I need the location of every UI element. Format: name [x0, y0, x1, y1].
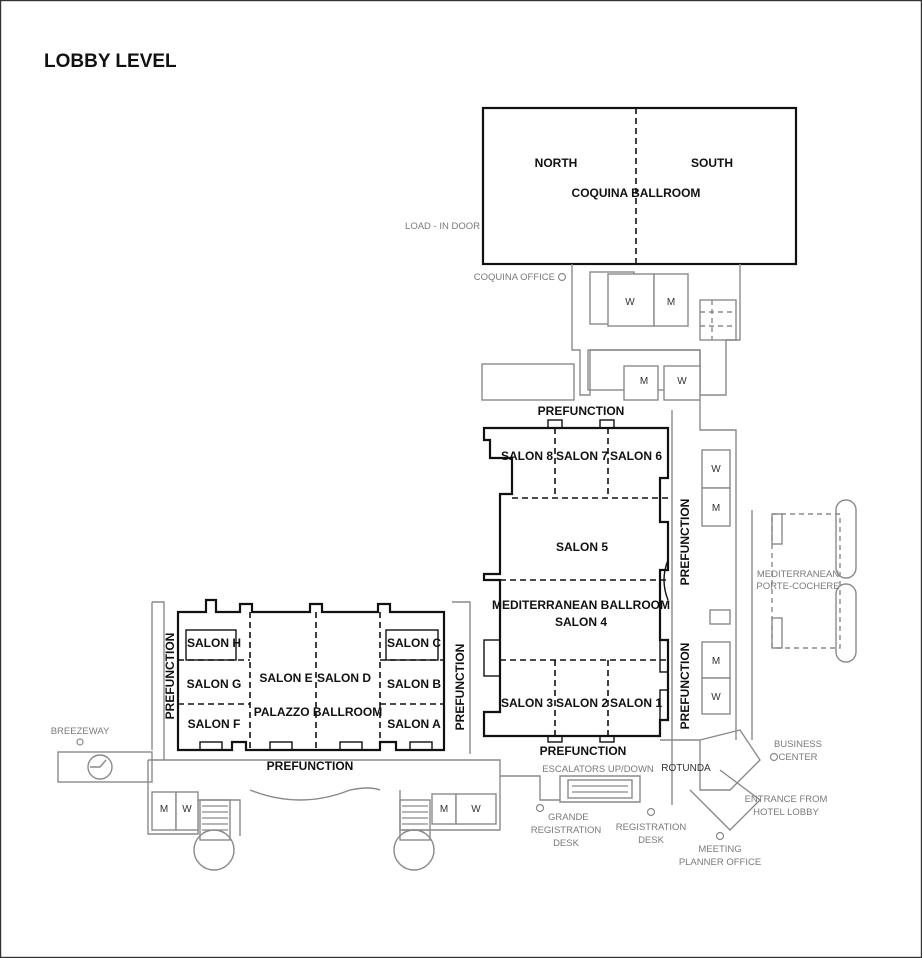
- escalators-label: ESCALATORS UP/DOWN: [542, 764, 654, 775]
- coquina-north-label: NORTH: [535, 156, 578, 170]
- west-stair-rotunda: [193, 799, 235, 871]
- salon-a-label: SALON A: [387, 717, 441, 731]
- breezeway: [57, 751, 153, 783]
- porte-cochere-label-1: MEDITERRANEAN: [757, 569, 839, 580]
- porte-cochere: [751, 499, 857, 740]
- restroom-w-1: W: [625, 297, 635, 308]
- business-center-label-1: BUSINESS: [774, 739, 822, 750]
- salon-1-label: SALON 1: [610, 696, 662, 710]
- mediterranean-prefunction-right-lower: PREFUNCTION: [678, 643, 692, 730]
- coquina-office-label: COQUINA OFFICE: [474, 272, 555, 283]
- restroom-w-5: W: [182, 804, 192, 815]
- palazzo-ballroom-label: PALAZZO BALLROOM: [254, 705, 382, 719]
- restroom-m-2: M: [640, 376, 648, 387]
- mediterranean-ballroom[interactable]: [482, 426, 670, 738]
- rotunda-label: ROTUNDA: [661, 763, 711, 774]
- breezeway-marker: [76, 738, 84, 746]
- salon-4-label: SALON 4: [555, 615, 607, 629]
- mediterranean-prefunction-right-upper: PREFUNCTION: [678, 499, 692, 586]
- restroom-women-5: [175, 791, 199, 831]
- entrance-label-1: ENTRANCE FROM: [745, 794, 828, 805]
- restroom-m-4: M: [712, 656, 720, 667]
- restroom-men-3: [701, 487, 731, 527]
- grande-registration-label-2: REGISTRATION: [531, 825, 602, 836]
- restroom-m-3: M: [712, 503, 720, 514]
- mediterranean-prefunction-bottom: PREFUNCTION: [540, 744, 627, 758]
- coquina-ballroom[interactable]: [481, 106, 798, 266]
- restroom-w-6: W: [471, 804, 481, 815]
- grande-registration-label-1: GRANDE: [548, 812, 589, 823]
- restroom-w-3: W: [711, 464, 721, 475]
- restroom-w-4: W: [711, 692, 721, 703]
- salon-b-label: SALON B: [387, 677, 441, 691]
- restroom-w-2: W: [677, 376, 687, 387]
- escalators: [567, 779, 633, 799]
- porte-cochere-label-2: PORTE-COCHERE: [756, 581, 839, 592]
- registration-desk-label-1: REGISTRATION: [616, 822, 687, 833]
- page-title: LOBBY LEVEL: [44, 51, 177, 72]
- palazzo-prefunction-left: PREFUNCTION: [163, 633, 177, 720]
- breezeway-label: BREEZEWAY: [51, 726, 110, 737]
- center-stair-rotunda: [393, 799, 435, 871]
- restroom-women-3: [701, 449, 731, 489]
- coquina-office-marker: [557, 272, 567, 282]
- salon-6-label: SALON 6: [610, 449, 662, 463]
- salon-e-label: SALON E: [259, 671, 312, 685]
- restroom-men-6: [431, 793, 457, 825]
- restroom-m-6: M: [440, 804, 448, 815]
- lower-service-areas: [147, 729, 762, 836]
- registration-desk-marker: [646, 807, 656, 817]
- mediterranean-ballroom-label: MEDITERRANEAN BALLROOM: [492, 598, 670, 612]
- grande-registration-label-3: DESK: [553, 838, 580, 849]
- salon-d-label: SALON D: [317, 671, 371, 685]
- restroom-m-5: M: [160, 804, 168, 815]
- east-corridor: [671, 400, 737, 760]
- salon-8-label: SALON 8: [501, 449, 553, 463]
- restroom-men-1: [653, 273, 689, 327]
- entrance-label-2: HOTEL LOBBY: [753, 807, 819, 818]
- meeting-planner-label-1: MEETING: [698, 844, 741, 855]
- restroom-men-2: [623, 365, 659, 401]
- salon-2-label: SALON 2: [556, 696, 608, 710]
- salon-f-label: SALON F: [188, 717, 241, 731]
- salon-g-label: SALON G: [187, 677, 242, 691]
- salon-7-label: SALON 7: [556, 449, 608, 463]
- meeting-planner-label-2: PLANNER OFFICE: [679, 857, 761, 868]
- restroom-men-5: [151, 791, 177, 831]
- restroom-women-6: [455, 793, 497, 825]
- business-center-marker: [769, 752, 779, 762]
- mediterranean-doors: [483, 419, 669, 743]
- coquina-south-label: SOUTH: [691, 156, 733, 170]
- coquina-ballroom-label: COQUINA BALLROOM: [572, 186, 701, 200]
- grande-registration-marker: [535, 803, 545, 813]
- salon-h-label: SALON H: [187, 636, 241, 650]
- load-in-door-label: LOAD - IN DOOR: [405, 221, 480, 232]
- salon-3-label: SALON 3: [501, 696, 553, 710]
- salon-5-label: SALON 5: [556, 540, 608, 554]
- mediterranean-prefunction-top: PREFUNCTION: [538, 404, 625, 418]
- registration-desk-label-2: DESK: [638, 835, 665, 846]
- restroom-m-1: M: [667, 297, 675, 308]
- restroom-women-4: [701, 677, 731, 715]
- meeting-planner-marker: [715, 831, 725, 841]
- restroom-women-2: [663, 365, 701, 401]
- palazzo-surround: [151, 601, 471, 760]
- business-center-label-2: CENTER: [778, 752, 817, 763]
- palazzo-prefunction-bottom: PREFUNCTION: [267, 759, 354, 773]
- palazzo-prefunction-right: PREFUNCTION: [453, 644, 467, 731]
- salon-c-label: SALON C: [387, 636, 441, 650]
- palazzo-doors: [185, 629, 439, 751]
- restroom-women-1: [607, 273, 655, 327]
